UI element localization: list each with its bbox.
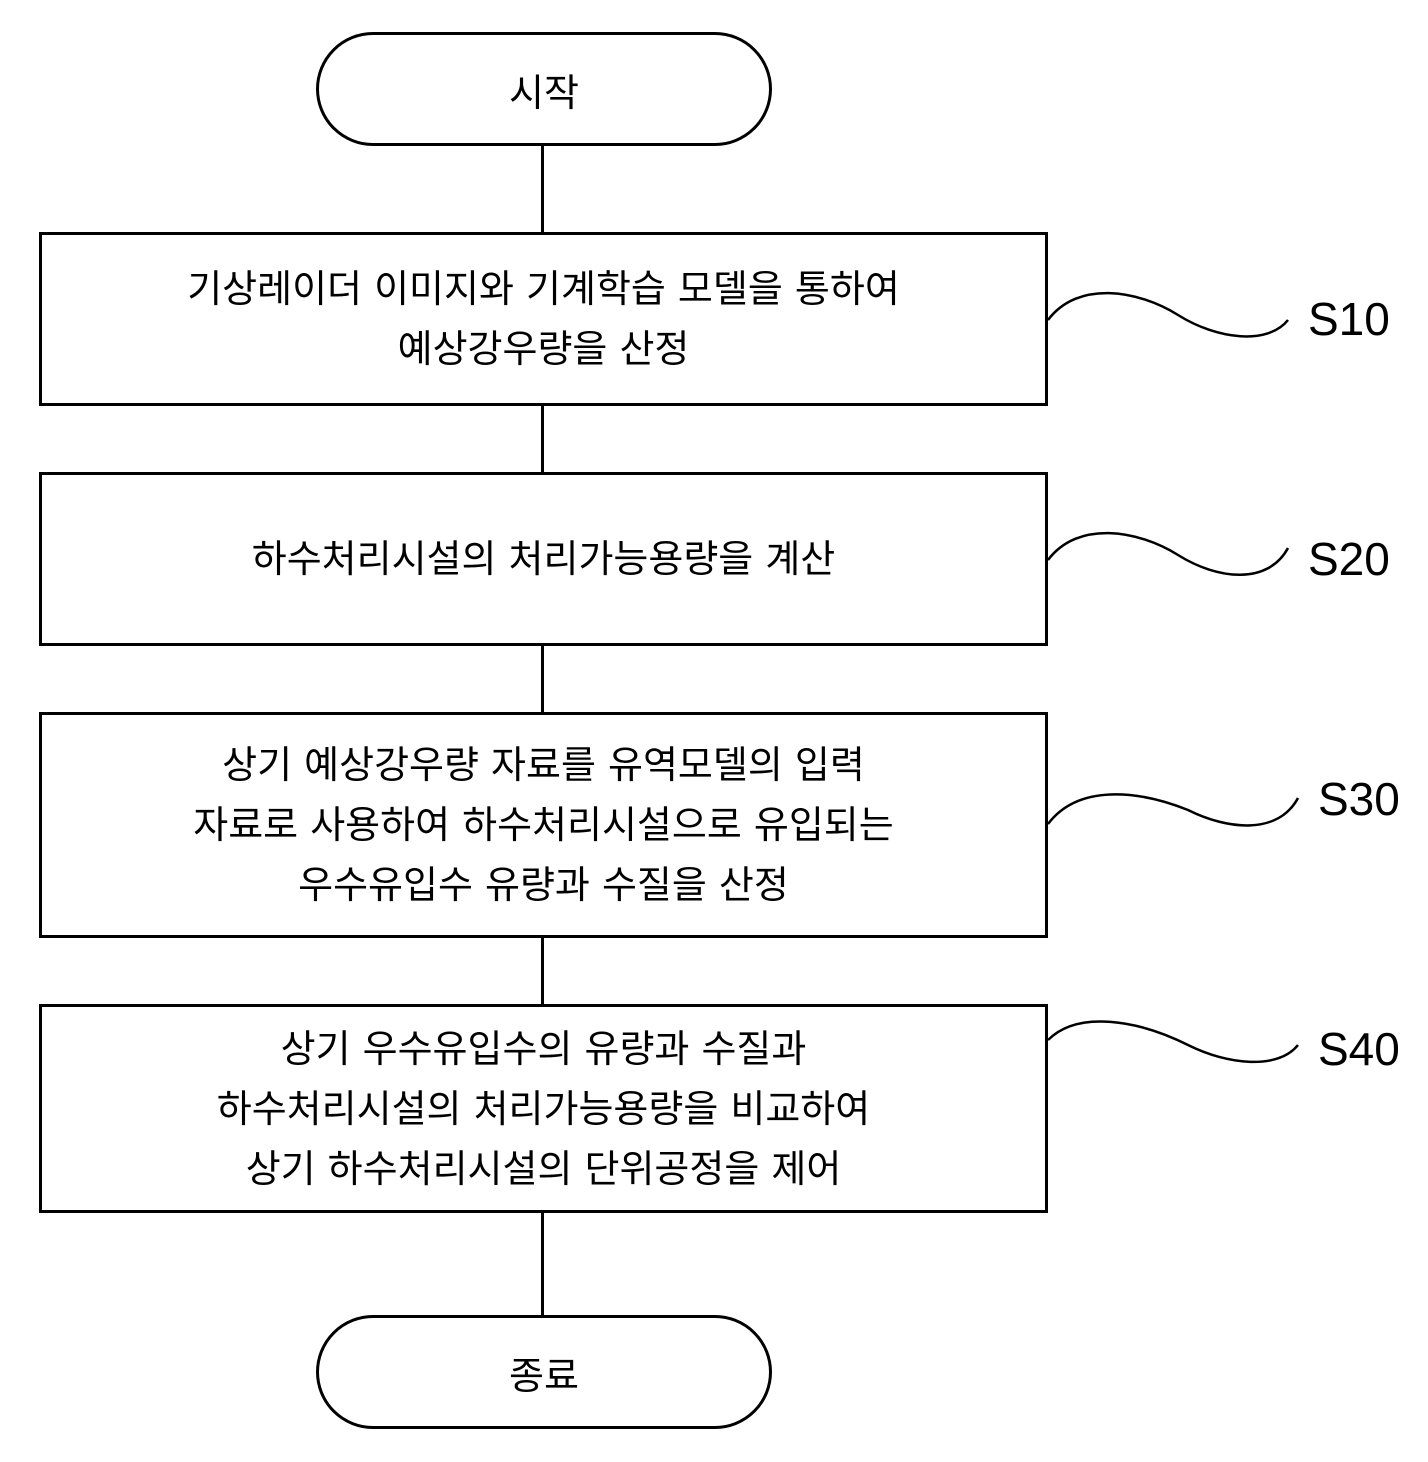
step-s20-text: 하수처리시설의 처리가능용량을 계산 [251,537,836,581]
start-label: 시작 [509,70,579,115]
step-s30-box: 상기 예상강우량 자료를 유역모델의 입력 자료로 사용하여 하수처리시설으로 … [39,712,1048,938]
connector-start-s10 [541,146,544,234]
step-s20-box: 하수처리시설의 처리가능용량을 계산 [39,472,1048,646]
leader-line-s30 [1047,793,1300,827]
step-s30-text: 상기 예상강우량 자료를 유역모델의 입력 자료로 사용하여 하수처리시설으로 … [193,743,894,907]
end-terminal: 종료 [316,1315,772,1429]
step-id-s40: S40 [1318,1023,1400,1075]
step-s10-box: 기상레이더 이미지와 기계학습 모델을 통하여 예상강우량을 산정 [39,232,1048,406]
leader-line-s10 [1047,291,1289,338]
step-s40-text: 상기 우수유입수의 유량과 수질과 하수처리시설의 처리가능용량을 비교하여 상… [216,1026,871,1191]
connector-s20-s30 [541,644,544,714]
connector-s10-s20 [541,404,544,474]
step-id-s10: S10 [1308,293,1390,345]
step-s40-box: 상기 우수유입수의 유량과 수질과 하수처리시설의 처리가능용량을 비교하여 상… [39,1004,1048,1213]
connector-s40-end [541,1211,544,1317]
leader-line-s20 [1047,531,1290,576]
leader-line-s40 [1047,1020,1299,1064]
step-id-s20: S20 [1308,533,1390,585]
end-label: 종료 [509,1353,579,1398]
step-id-s30: S30 [1318,773,1400,825]
connector-s30-s40 [541,936,544,1006]
start-terminal: 시작 [316,32,772,146]
step-s10-text: 기상레이더 이미지와 기계학습 모델을 통하여 예상강우량을 산정 [187,267,900,371]
